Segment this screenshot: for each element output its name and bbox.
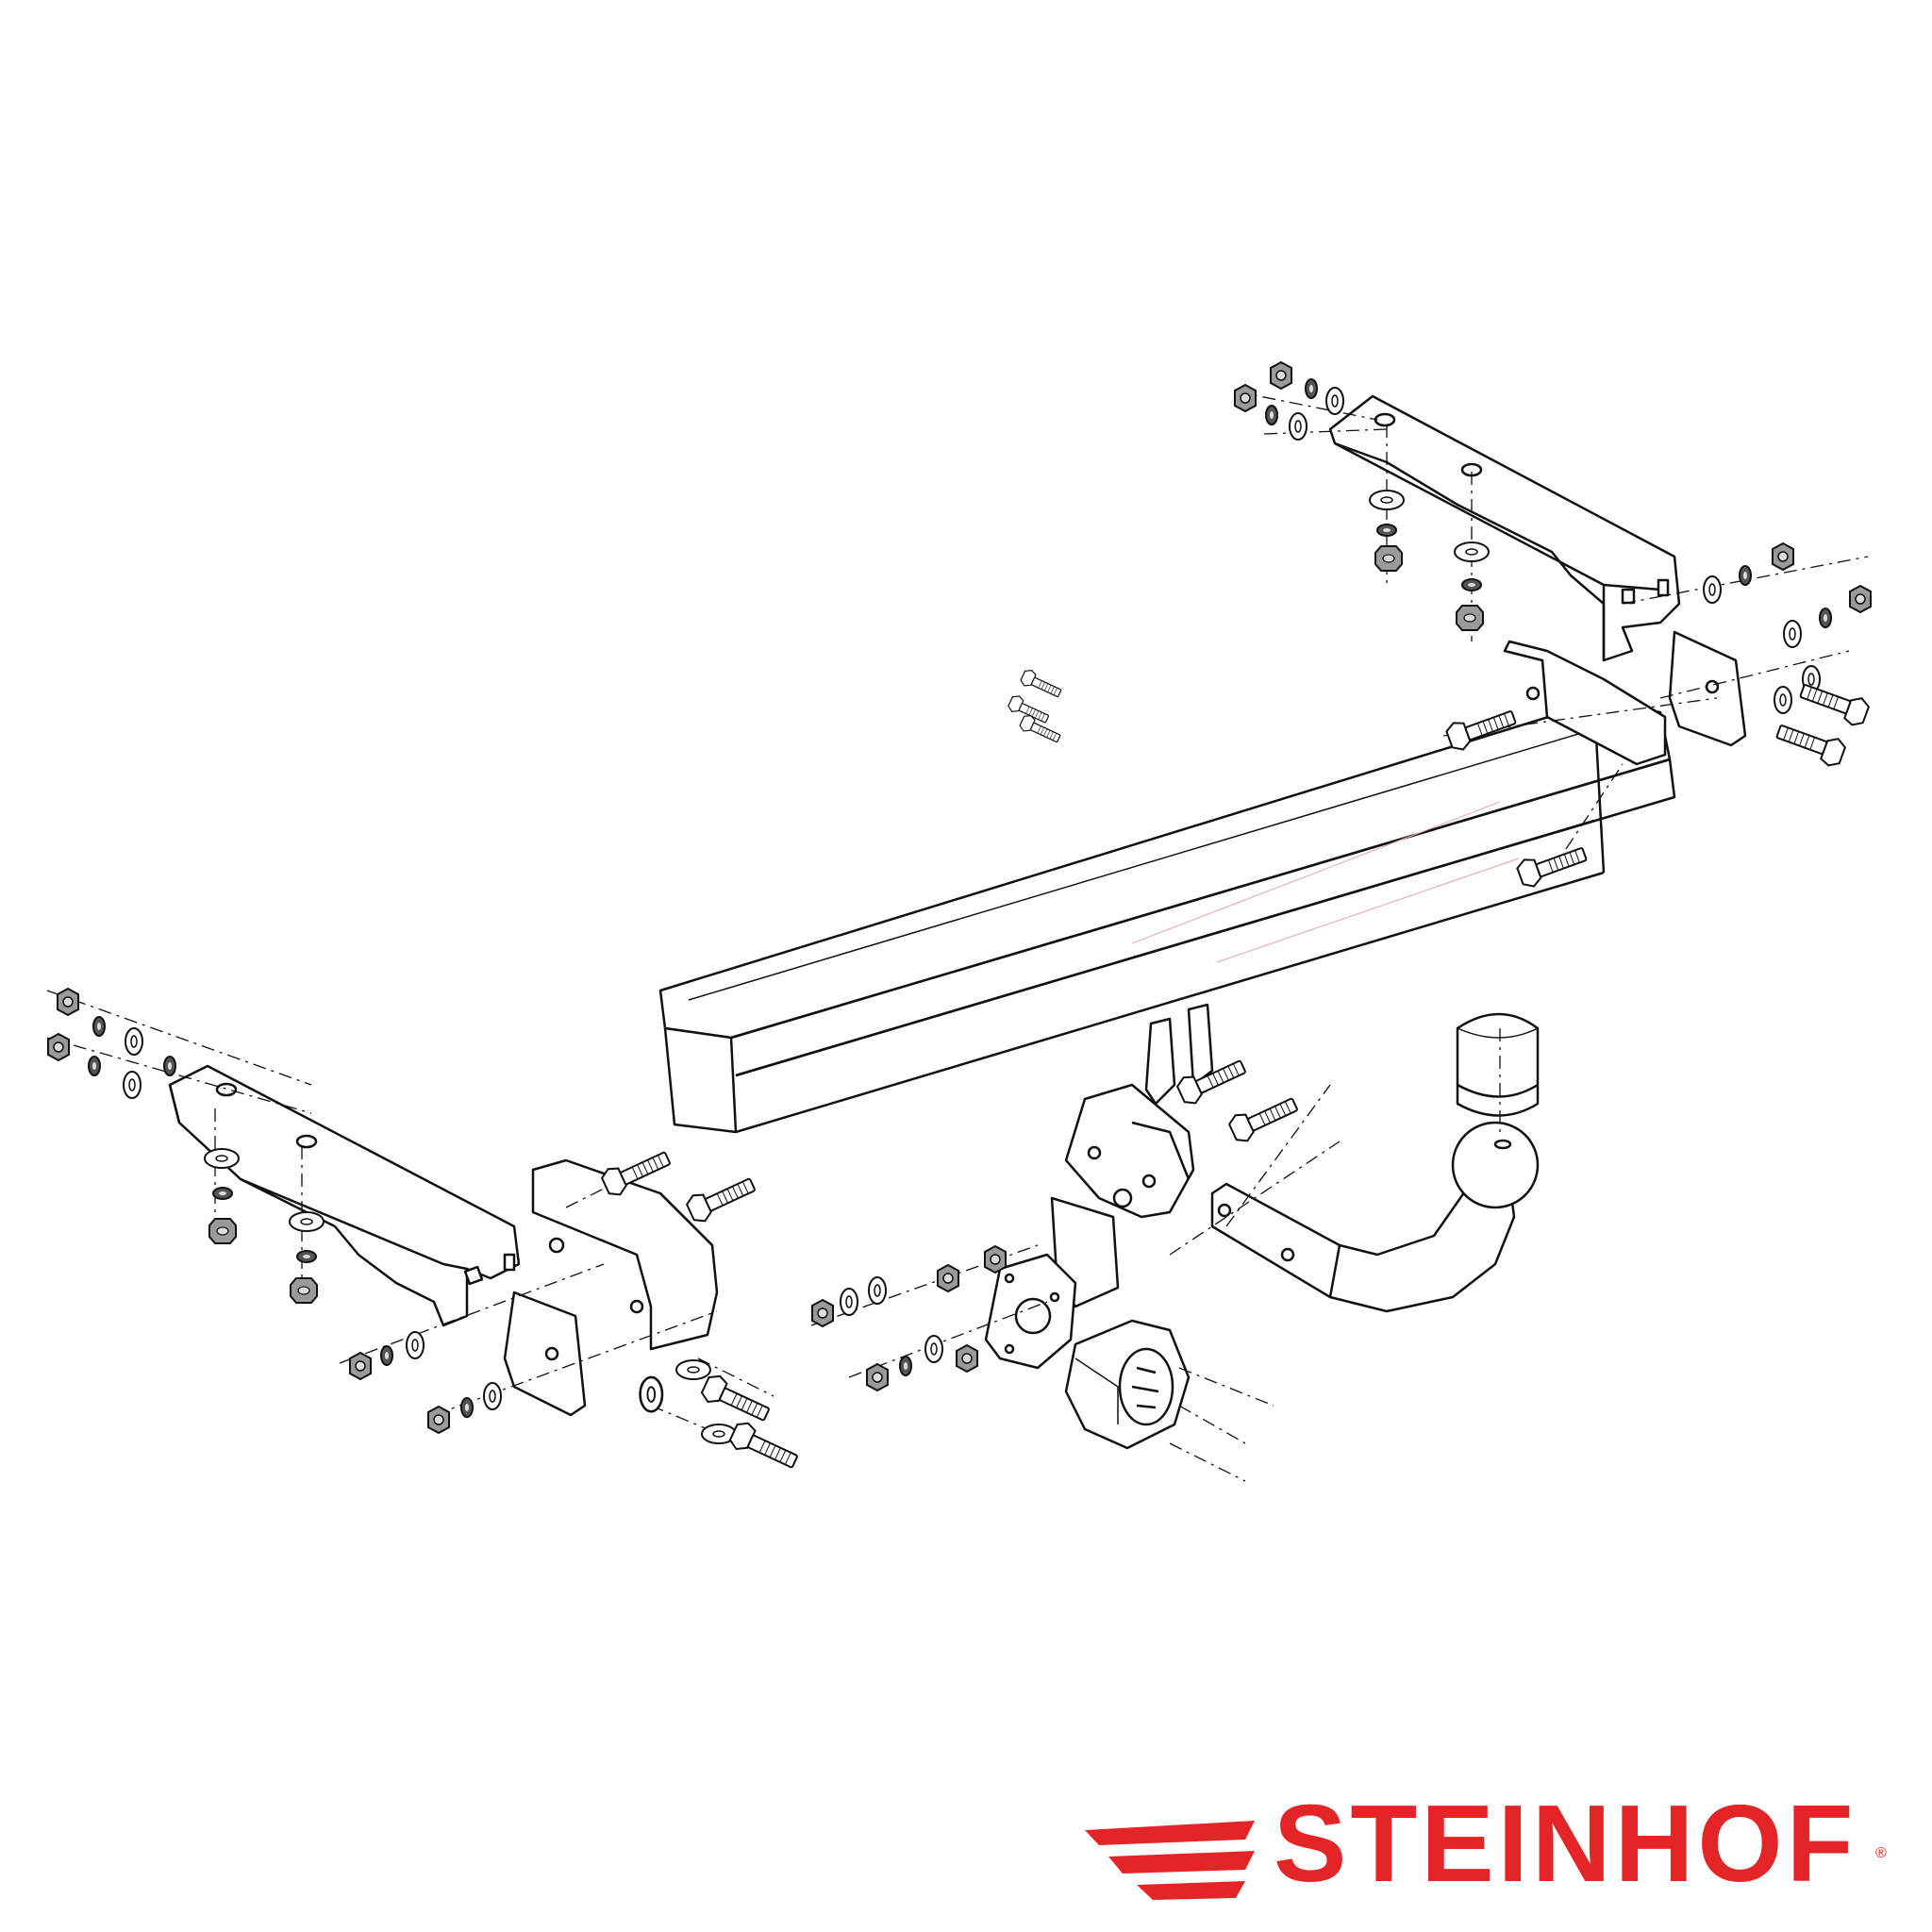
socket-mounting-plate xyxy=(984,1196,1120,1370)
left-outer-plate xyxy=(503,1291,587,1417)
ball-mount-brackets xyxy=(1064,1003,1214,1219)
right-outer-plate xyxy=(1668,630,1747,747)
steinhof-logo-swoosh xyxy=(1085,1821,1255,1900)
tow-ball-cap xyxy=(1456,1012,1540,1117)
left-beam-end-plate xyxy=(531,1158,719,1351)
registered-mark: ® xyxy=(1875,1845,1887,1861)
electrical-socket xyxy=(1064,1319,1191,1450)
tow-ball xyxy=(1451,1121,1540,1209)
right-beam-end-plate xyxy=(1503,640,1667,766)
brand-wordmark: STEINHOF xyxy=(1274,1782,1857,1905)
guide-lines xyxy=(1131,801,1520,963)
left-chassis-bracket xyxy=(168,1064,521,1327)
steinhof-logo: STEINHOF ® xyxy=(1085,1783,1915,1924)
